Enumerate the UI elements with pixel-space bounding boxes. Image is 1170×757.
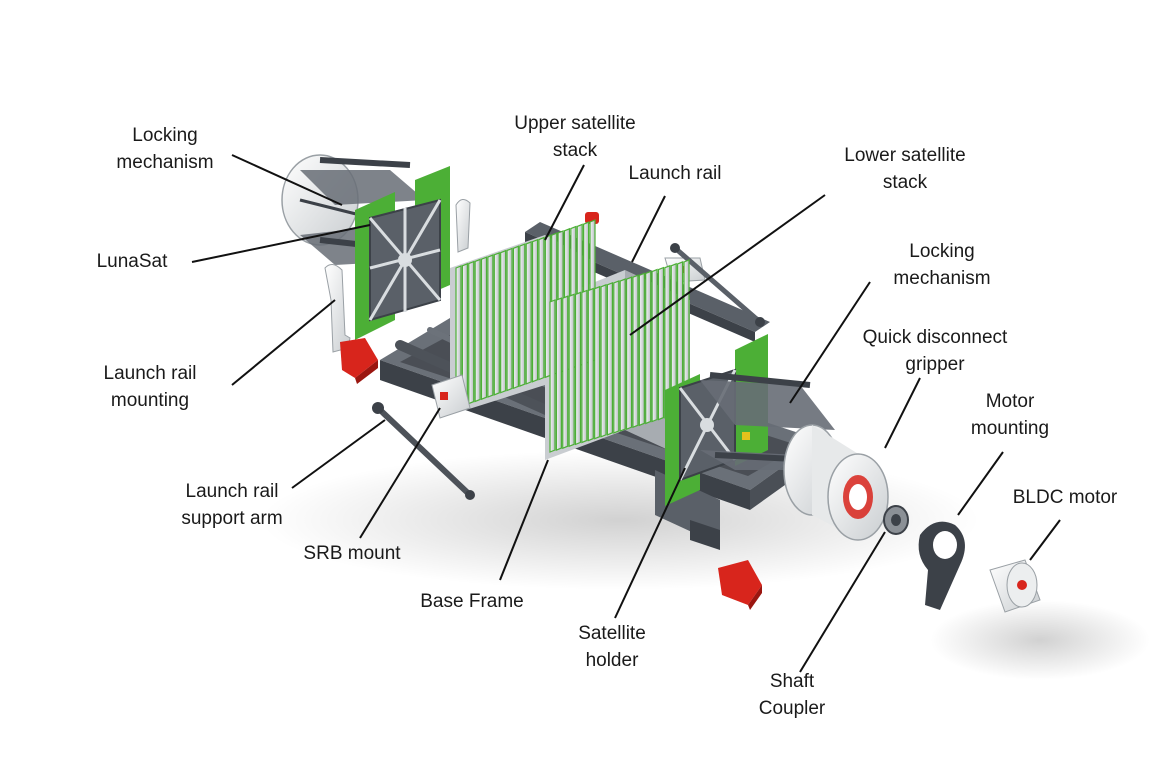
leader-launch-rail-support-arm [291, 419, 386, 489]
label-launch-rail-mounting: Launch rail mounting [103, 363, 197, 411]
satellite-fin [555, 297, 562, 451]
satellite-fin [613, 280, 620, 434]
label-base-frame: Base Frame [420, 591, 524, 612]
satellite-fin [657, 266, 665, 421]
satellite-fin [587, 287, 594, 442]
label-shaft-coupler: Shaft Coupler [758, 671, 826, 719]
satellite-fin [632, 274, 639, 429]
satellite-fin [645, 270, 652, 425]
leader-upper-satellite-stack [544, 164, 585, 241]
label-launch-rail: Launch rail [628, 163, 722, 184]
leader-quick-disconnect-gripper [884, 377, 921, 449]
leader-srb-mount [359, 407, 441, 539]
label-upper-satellite-stack: Upper satellite stack [514, 113, 636, 161]
leader-locking-mechanism-left [231, 154, 343, 206]
satellite-fin [574, 291, 582, 446]
satellite-fin [651, 268, 658, 423]
label-lower-satellite-stack: Lower satellite stack [844, 145, 966, 193]
srb-mount [431, 374, 471, 419]
satellite-fin [638, 272, 645, 427]
leader-locking-mechanism-right [789, 281, 871, 404]
leader-launch-rail [631, 195, 666, 263]
launch-rail-mount-left-upper [455, 199, 471, 253]
satellite-fin [506, 247, 513, 392]
motor-mounting [918, 521, 965, 610]
satellite-fin [525, 241, 532, 385]
satellite-fin [594, 285, 601, 440]
satellite-fin [493, 251, 500, 396]
shaft-coupler [883, 505, 909, 535]
satellite-fin [568, 293, 575, 448]
locking-mechanism-right [700, 372, 835, 470]
satellite-fin [562, 295, 569, 450]
leader-launch-rail-mounting [231, 299, 336, 386]
label-launch-rail-support-arm: Launch rail support arm [181, 481, 283, 529]
srb-block-left [340, 338, 378, 384]
leader-lunasat [191, 224, 371, 263]
label-locking-mechanism-right: Locking mechanism [893, 241, 991, 289]
bldc-motor [989, 559, 1041, 613]
label-lunasat: LunaSat [96, 251, 168, 272]
satellite-fin [487, 254, 494, 398]
satellite-fin [474, 258, 481, 403]
label-bldc-motor: BLDC motor [1012, 487, 1118, 508]
label-srb-mount: SRB mount [303, 543, 401, 564]
srb-block-bottom [718, 560, 762, 610]
satellite-fin [606, 281, 614, 436]
satellite-fin [500, 249, 507, 394]
satellite-fin [549, 299, 556, 453]
label-quick-disconnect-gripper: Quick disconnect gripper [862, 327, 1008, 375]
leader-lines [191, 154, 1061, 673]
label-satellite-holder: Satellite holder [578, 623, 646, 671]
satellite-fin [581, 289, 588, 444]
leader-lower-satellite-stack [629, 194, 826, 336]
leader-bldc-motor [1029, 519, 1061, 561]
satellite-fin [480, 256, 488, 401]
quick-disconnect-gripper [783, 424, 889, 541]
label-locking-mechanism-left: Locking mechanism [116, 125, 214, 173]
satellite-fin [531, 238, 539, 383]
leader-motor-mounting [957, 451, 1004, 516]
leader-base-frame [499, 459, 549, 581]
satellite-fin [468, 260, 475, 405]
satellite-fin [600, 283, 607, 438]
floor-shadow-right [930, 600, 1150, 680]
satellite-fin [625, 276, 633, 431]
leader-satellite-holder [614, 467, 686, 619]
satellite-fin [519, 243, 526, 387]
launch-rail-support-arm [372, 402, 475, 500]
satellite-fin [619, 278, 626, 432]
satellite-fin [538, 236, 545, 381]
satellite-fin [512, 245, 520, 390]
label-motor-mounting: Motor mounting [970, 391, 1050, 439]
lunasat [368, 198, 442, 322]
leader-shaft-coupler [799, 531, 886, 673]
launch-rail-mounting [324, 264, 351, 353]
